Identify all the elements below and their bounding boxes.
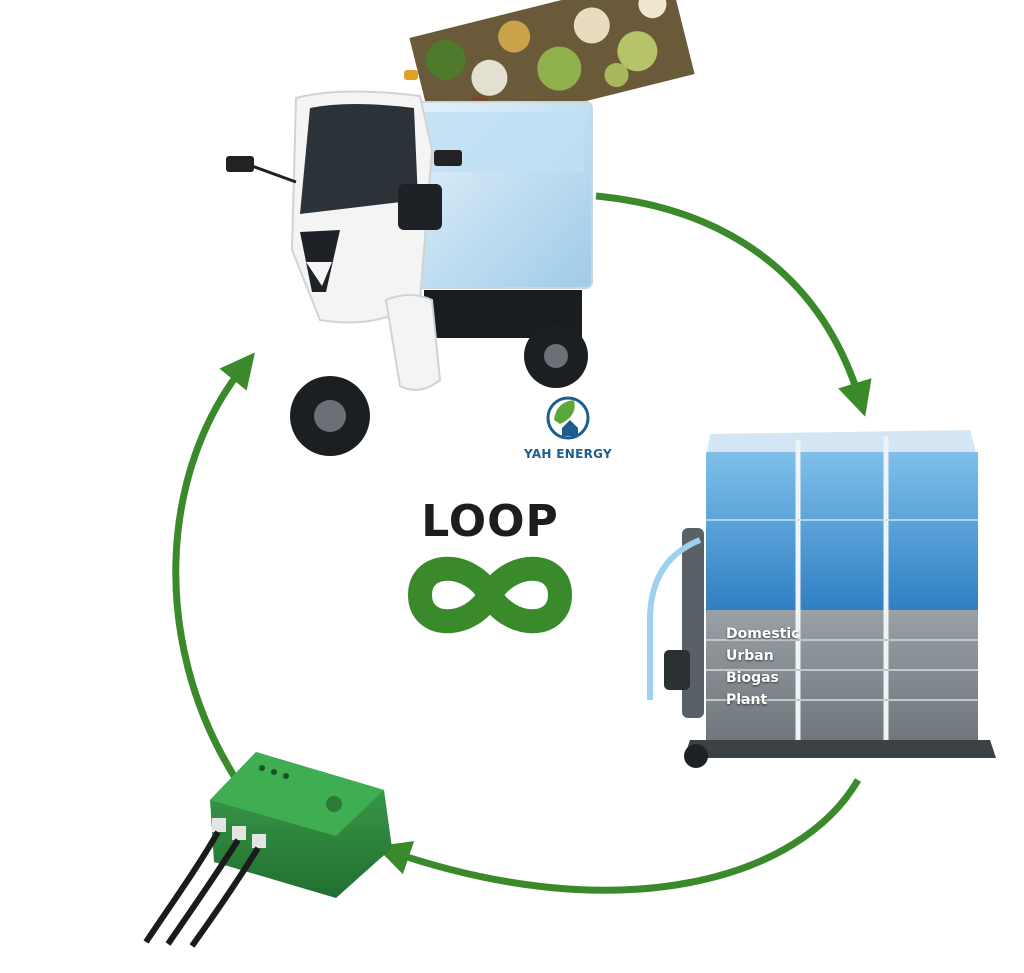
arrow-device-to-vehicle [172,352,255,778]
plant-label-line-1: Domestic [726,626,800,642]
green-sensor-box [143,752,392,948]
electric-cargo-tricycle [226,70,593,456]
cycle-arrows [172,192,872,894]
loop-title: LOOP [421,496,559,547]
plant-label-line-4: Plant [726,692,768,708]
brand-logo [546,396,590,440]
brand-circle [546,396,590,440]
food-waste-photo [409,0,695,139]
arrow-vehicle-to-plant [595,192,872,417]
arrow-plant-to-device [375,778,862,894]
leaf-icon [554,400,575,424]
house-icon [562,420,578,436]
plant-label-line-3: Biogas [726,670,779,686]
biogas-plant-unit [647,430,996,768]
brand-name: YAH ENERGY [523,447,612,461]
infinity-icon [408,556,572,634]
plant-label-line-2: Urban [726,648,774,664]
